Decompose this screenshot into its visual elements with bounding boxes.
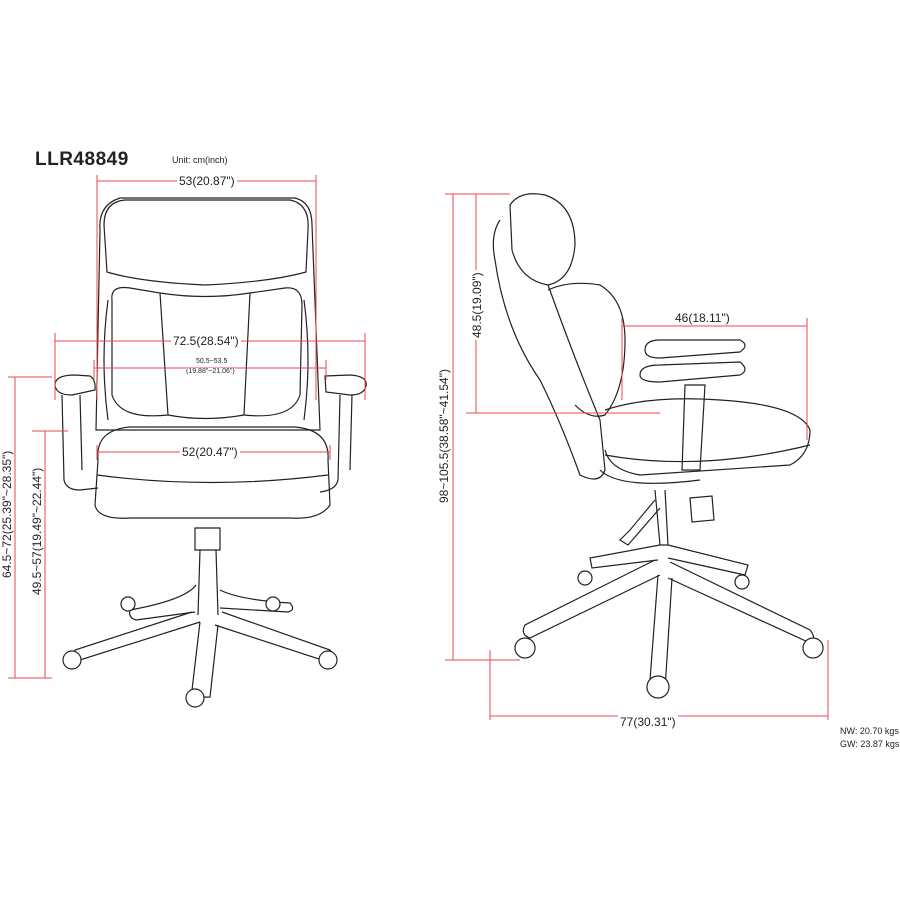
side-casters [514,570,824,699]
side-view-chair [492,193,815,691]
net-weight: NW: 20.70 kgs [840,726,899,736]
overall-width-label: 53(20.87") [177,174,237,188]
seat-depth-label: 46(18.11") [673,311,732,325]
gross-weight: GW: 23.87 kgs [840,739,900,749]
seat-width-label: 52(20.47") [180,445,240,459]
dimension-lines [8,175,829,720]
inner-arm-width-in-label: (19.88"~21.06") [186,368,235,375]
arm-width-label: 72.5(28.54") [171,334,241,348]
overall-height-label: 98~105.5(38.58"~41.54") [437,367,451,505]
seat-height-label: 49.5~57(19.49"~22.44") [30,465,44,597]
back-height-label: 48.5(19.09") [470,270,484,340]
overall-depth-label: 77(30.31") [618,715,678,729]
unit-label: Unit: cm(inch) [172,155,228,165]
arm-height-label: 64.5~72(25.39"~28.35") [0,448,14,580]
model-number: LLR48849 [35,149,129,171]
inner-arm-width-cm-label: 50.5~53.5 [196,358,228,365]
front-casters [62,596,338,708]
